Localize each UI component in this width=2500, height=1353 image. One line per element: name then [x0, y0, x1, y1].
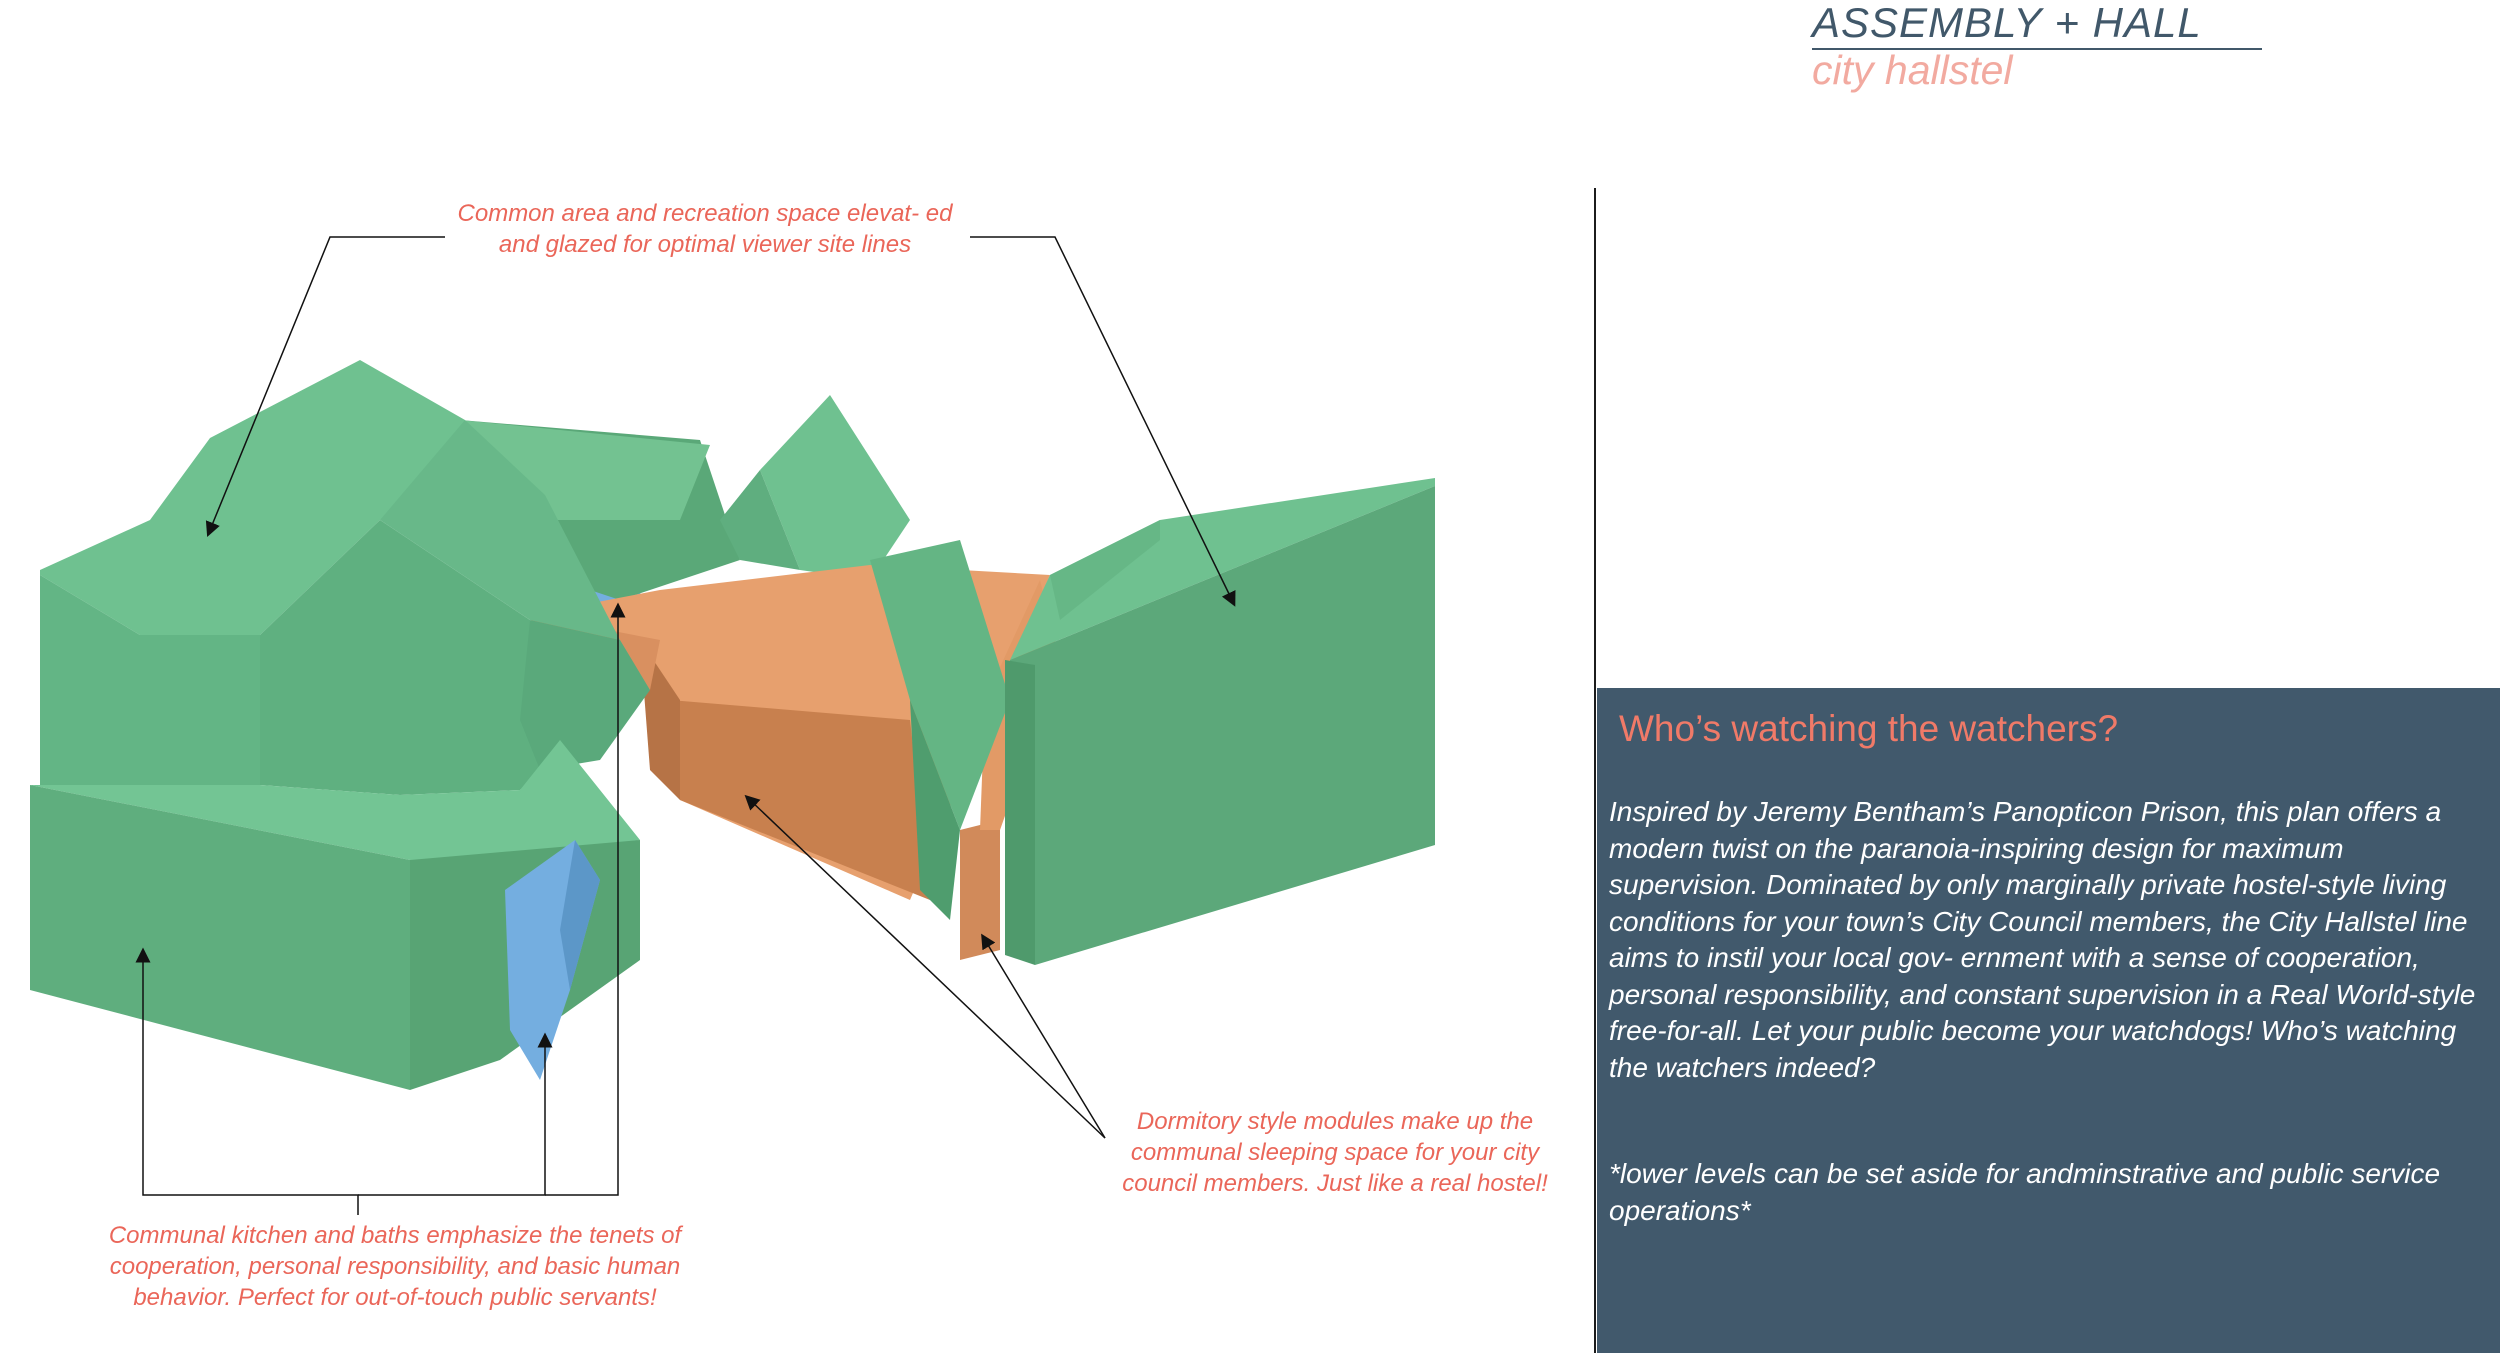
orange-pier — [960, 820, 1000, 960]
left-lower-top — [30, 740, 640, 860]
right-wall-top — [1010, 478, 1435, 660]
building-axonometric — [30, 236, 1435, 1215]
page-title: ASSEMBLY + HALL — [1812, 0, 2262, 50]
left-lower-front — [30, 785, 410, 1090]
annotation-common-area: Common area and recreation space elevat-… — [457, 200, 953, 258]
left-roof-slope — [260, 520, 600, 795]
page-subtitle: city hallstel — [1812, 47, 2013, 93]
title-block: ASSEMBLY + HALL city hallstel — [1812, 0, 2272, 93]
panel-heading: Who’s watching the watchers? — [1619, 708, 2119, 749]
annotation-kitchen: Communal kitchen and baths emphasize the… — [108, 1222, 682, 1311]
leader-lines — [135, 236, 1236, 1215]
info-panel: Who’s watching the watchers? Inspired by… — [1597, 688, 2500, 1353]
left-roof-top — [40, 360, 500, 635]
mid-green-roof — [870, 540, 1010, 830]
pyramid-side — [720, 470, 800, 570]
left-roof-front — [40, 575, 260, 785]
right-wall-end — [1005, 660, 1035, 965]
vertical-divider — [1594, 188, 1596, 1353]
mid-green-face — [910, 700, 960, 920]
orange-long-wall — [670, 700, 930, 900]
right-wall-roof-slope — [1050, 520, 1160, 620]
pyramid-roof — [760, 395, 910, 580]
left-roof-ridge — [380, 420, 620, 640]
panel-body: Inspired by Jeremy Bentham’s Panopticon … — [1609, 796, 2476, 1083]
blue-shaft-dark — [560, 840, 600, 990]
right-wall-face — [1010, 486, 1435, 965]
panel-note: *lower levels can be set aside for andmi… — [1609, 1158, 2441, 1226]
annotation-dormitory: Dormitory style modules make up the comm… — [1122, 1108, 1548, 1197]
